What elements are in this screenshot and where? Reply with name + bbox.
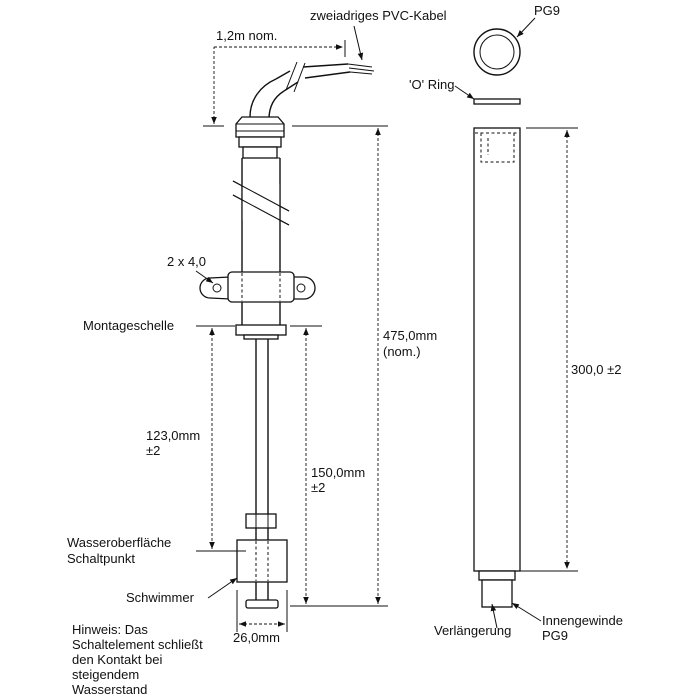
- clamp-hole-right: [296, 283, 306, 293]
- label-dim-150-2: ±2: [311, 480, 325, 495]
- mounting-clamp: [199, 276, 231, 300]
- label-dim-300: 300,0 ±2: [571, 362, 622, 377]
- labels: zweiadriges PVC-Kabel 1,2m nom. PG9 'O' …: [67, 3, 623, 697]
- lower-nut: [235, 324, 287, 336]
- label-total-length-2: (nom.): [383, 344, 421, 359]
- note-line-4: steigendem: [72, 667, 139, 682]
- label-diameter: 26,0mm: [233, 630, 280, 645]
- cable-gland: [235, 116, 285, 138]
- label-dim-150-1: 150,0mm: [311, 465, 365, 480]
- note-line-1: Hinweis: Das: [72, 622, 148, 637]
- dimensions: [200, 40, 578, 632]
- extension-tube: [473, 127, 521, 572]
- label-cable-length: 1,2m nom.: [216, 28, 277, 43]
- label-cable: zweiadriges PVC-Kabel: [310, 8, 447, 23]
- sensor-assembly: [199, 61, 375, 609]
- cable-straight: [275, 70, 291, 80]
- label-water-surface-2: Schaltpunkt: [67, 551, 135, 566]
- end-cap: [245, 599, 279, 609]
- float-body: [236, 539, 288, 583]
- pg9-nut-outer: [473, 28, 521, 76]
- clamp-hole-left: [212, 283, 222, 293]
- label-water-surface-1: Wasseroberfläche: [67, 535, 171, 550]
- note-line-5: Wasserstand: [72, 682, 147, 697]
- note-line-3: den Kontakt bei: [72, 652, 162, 667]
- cable-break-mark: [285, 61, 298, 91]
- label-thread-2: PG9: [542, 628, 568, 643]
- stop-collar: [245, 513, 277, 529]
- leader-lines: [195, 17, 542, 629]
- label-total-length-1: 475,0mm: [383, 328, 437, 343]
- label-hole: 2 x 4,0: [167, 254, 206, 269]
- label-pg9-nut: PG9: [534, 3, 560, 18]
- label-dim-123-2: ±2: [146, 443, 160, 458]
- extension-thread-end: [478, 570, 516, 581]
- cable-bend: [249, 78, 277, 118]
- label-o-ring: 'O' Ring: [409, 77, 454, 92]
- label-dim-123-1: 123,0mm: [146, 428, 200, 443]
- o-ring: [473, 98, 521, 105]
- label-extension: Verlängerung: [434, 623, 511, 638]
- pg9-nut-inner: [479, 34, 515, 70]
- cable-wires: [347, 63, 373, 68]
- thread-dashes: [480, 133, 515, 163]
- label-float: Schwimmer: [126, 590, 195, 605]
- label-thread-1: Innengewinde: [542, 613, 623, 628]
- note-line-2: Schaltelement schließt: [72, 637, 203, 652]
- extension-assembly: [473, 28, 521, 608]
- label-mounting-clamp: Montageschelle: [83, 318, 174, 333]
